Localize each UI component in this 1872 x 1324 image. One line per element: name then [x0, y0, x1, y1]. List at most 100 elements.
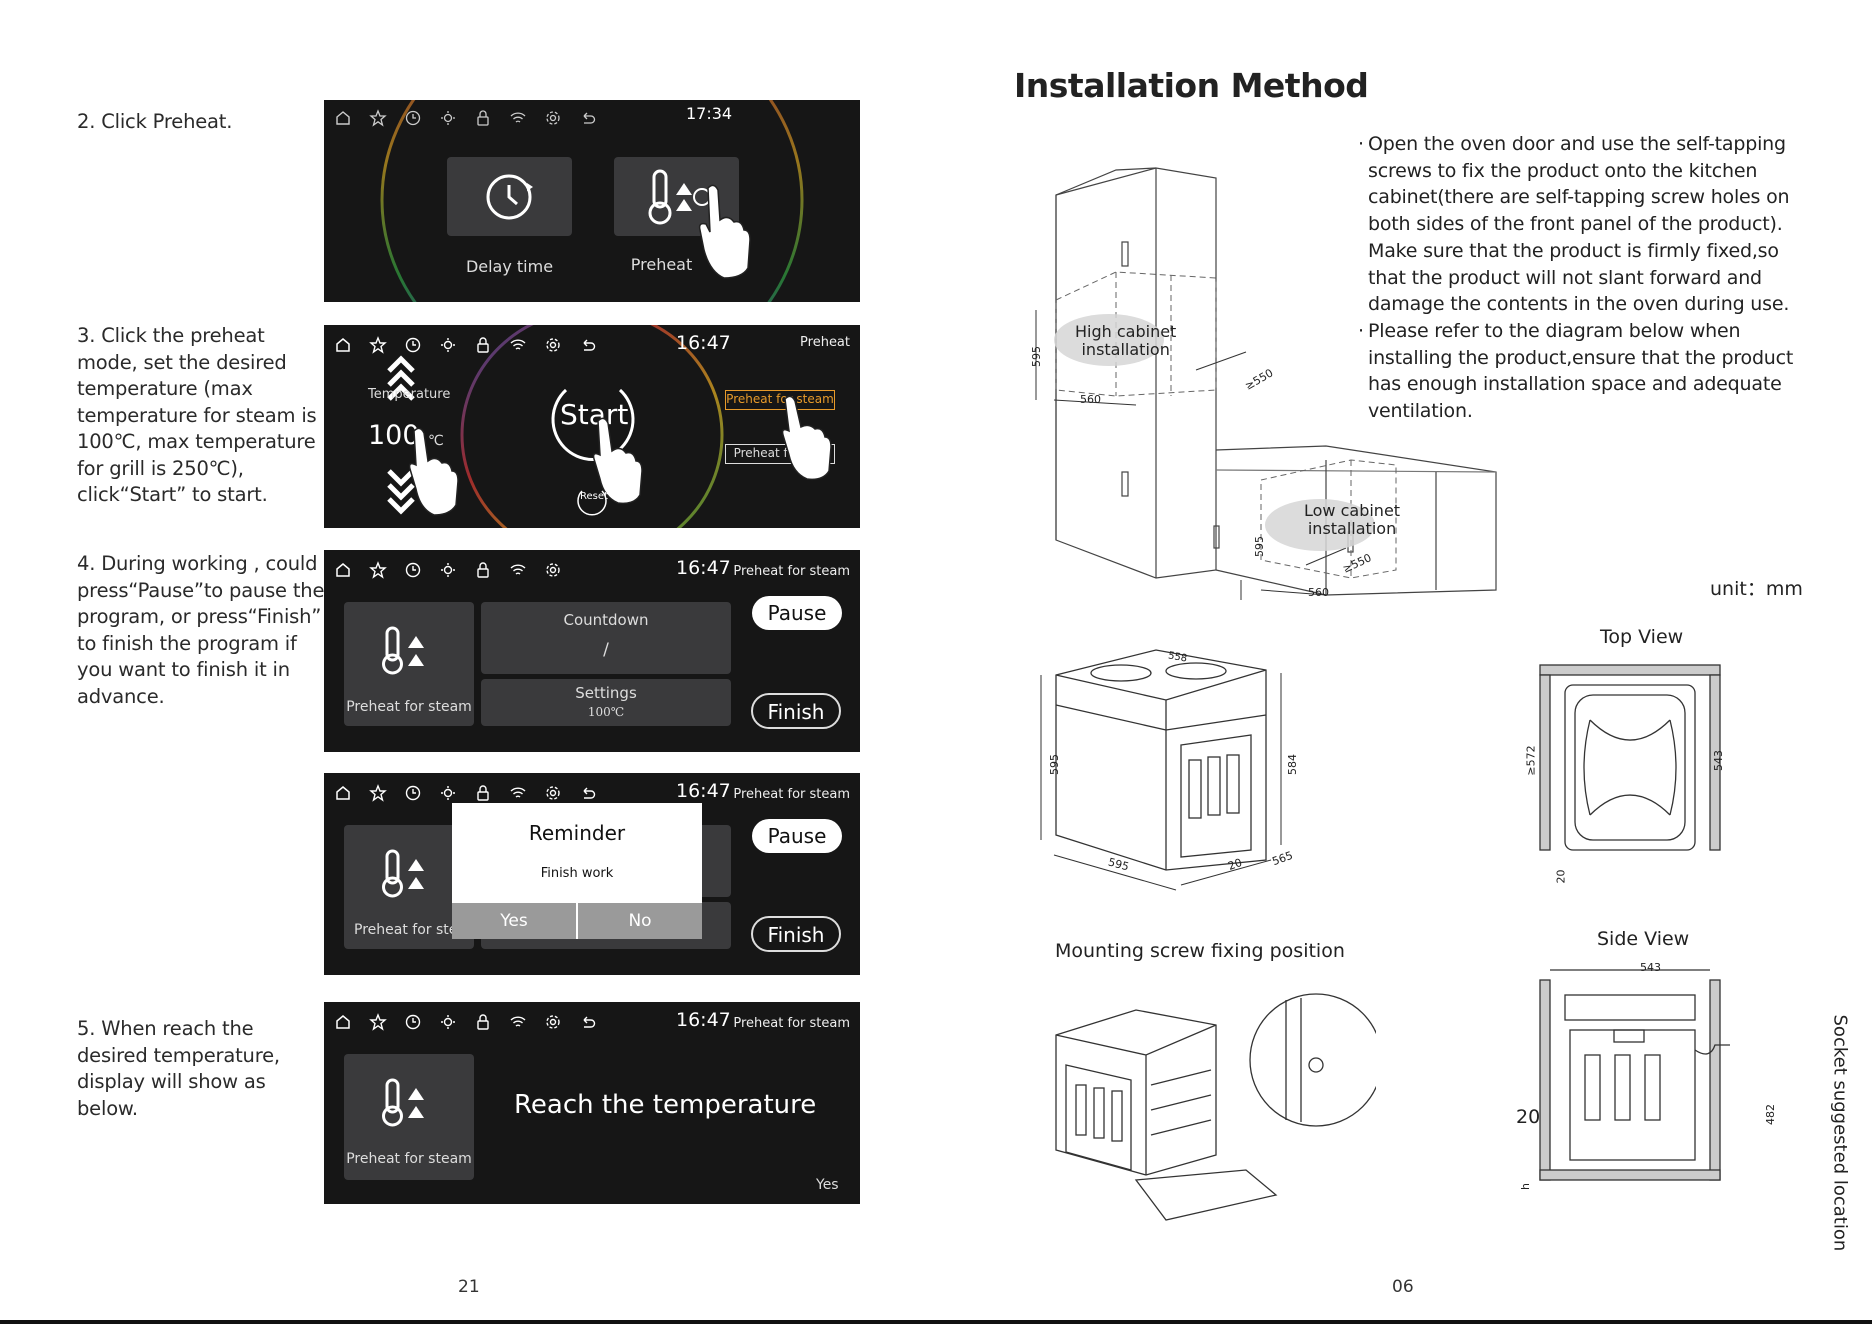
preheat-label: Preheat	[630, 255, 693, 274]
bullet-2-text: Please refer to the diagram below when i…	[1368, 320, 1794, 423]
clock-icon[interactable]	[404, 1013, 422, 1031]
temperature-label: Temperature	[368, 387, 451, 402]
reset-ring[interactable]	[574, 481, 610, 517]
star-icon[interactable]	[369, 109, 387, 127]
gear-icon[interactable]	[544, 109, 562, 127]
clock-icon[interactable]	[404, 784, 422, 802]
dim-low-width: 560	[1308, 586, 1329, 599]
dim-oven-height-inner: 584	[1286, 754, 1299, 775]
mode-label: Preheat	[800, 335, 850, 350]
light-icon[interactable]	[439, 784, 457, 802]
side-view-label: Side View	[1597, 928, 1690, 950]
temperature-scroller[interactable]	[386, 341, 416, 526]
home-icon[interactable]	[334, 336, 352, 354]
thermometer-icon	[382, 849, 424, 898]
preheat-steam-tile: Preheat for steam	[344, 602, 474, 726]
dim-low-height: 595	[1253, 536, 1266, 557]
light-icon[interactable]	[439, 109, 457, 127]
wifi-icon[interactable]	[509, 1013, 527, 1031]
preheat-steam-option[interactable]: Preheat for steam	[725, 390, 835, 410]
clock-icon[interactable]	[404, 336, 422, 354]
star-icon[interactable]	[369, 561, 387, 579]
step-3-text: 3. Click the preheat mode, set the desir…	[77, 324, 317, 506]
page-title: Installation Method	[1014, 66, 1369, 105]
dialog-yes-button[interactable]: Yes	[452, 903, 576, 939]
rainbow-arc-decoration	[460, 325, 724, 528]
start-ring[interactable]	[546, 370, 640, 464]
reach-temperature-message: Reach the temperature	[514, 1090, 817, 1120]
home-icon[interactable]	[334, 784, 352, 802]
dim-side-h: h	[1518, 1183, 1532, 1190]
clock-icon[interactable]	[404, 561, 422, 579]
gear-icon[interactable]	[544, 1013, 562, 1031]
finish-button[interactable]: Finish	[751, 693, 841, 729]
dim-oven-height: 595	[1048, 754, 1061, 775]
dim-side-width: 543	[1640, 961, 1661, 974]
gear-icon[interactable]	[544, 561, 562, 579]
dialog-title: Reminder	[528, 821, 626, 845]
wifi-icon[interactable]	[509, 561, 527, 579]
settings-value: 100℃	[587, 705, 625, 719]
mode-label: Preheat for steam	[733, 787, 850, 802]
screen-preheat-menu: 17:34 Delay time Preheat	[324, 100, 860, 302]
star-icon[interactable]	[369, 784, 387, 802]
pointing-hand-icon	[592, 417, 643, 505]
screen-working: 16:47 Preheat for steam Preheat for stea…	[324, 550, 860, 752]
lock-icon[interactable]	[474, 336, 492, 354]
socket-location-label: Socket suggested location	[1829, 1014, 1851, 1252]
clock-time: 16:47	[676, 332, 731, 354]
rainbow-arc-decoration	[380, 100, 804, 302]
tile-label: Preheat for steam	[346, 699, 472, 715]
start-button[interactable]: Start	[560, 398, 629, 431]
star-icon[interactable]	[369, 1013, 387, 1031]
unit-label: unit：mm	[1710, 578, 1803, 600]
status-bar	[334, 781, 597, 805]
page-number: 06	[1392, 1277, 1414, 1297]
wifi-icon[interactable]	[509, 784, 527, 802]
clock-icon[interactable]	[404, 109, 422, 127]
dim-high-width: 560	[1080, 393, 1101, 406]
pointing-hand-icon	[408, 427, 459, 516]
yes-button[interactable]: Yes	[816, 1177, 839, 1193]
back-icon[interactable]	[579, 784, 597, 802]
settings-tile[interactable]: Settings 100℃	[481, 679, 731, 726]
dialog-message: Finish work	[540, 866, 614, 881]
light-icon[interactable]	[439, 1013, 457, 1031]
light-icon[interactable]	[439, 561, 457, 579]
pause-button[interactable]: Pause	[752, 596, 842, 630]
pointing-hand-icon	[781, 395, 832, 481]
tile-label: Preheat for steam	[346, 1151, 472, 1167]
screen-reach-temperature: 16:47 Preheat for steam Preheat for stea…	[324, 1002, 860, 1204]
temperature-value[interactable]: 100	[368, 420, 420, 451]
dim-side-height: 482	[1764, 1104, 1777, 1125]
back-icon[interactable]	[579, 109, 597, 127]
gear-icon[interactable]	[544, 336, 562, 354]
dialog-no-button[interactable]: No	[578, 903, 702, 939]
lock-icon[interactable]	[474, 561, 492, 579]
home-icon[interactable]	[334, 109, 352, 127]
lock-icon[interactable]	[474, 784, 492, 802]
lock-icon[interactable]	[474, 1013, 492, 1031]
gear-icon[interactable]	[544, 784, 562, 802]
pause-button[interactable]: Pause	[752, 819, 842, 853]
delay-time-tile[interactable]	[447, 157, 572, 236]
star-icon[interactable]	[369, 336, 387, 354]
dim-top-depth: ≥572	[1524, 745, 1538, 776]
lock-icon[interactable]	[474, 109, 492, 127]
countdown-tile[interactable]: Countdown /	[481, 602, 731, 674]
back-icon[interactable]	[579, 336, 597, 354]
mounting-screw-diagram	[1055, 993, 1376, 1221]
right-page: Installation Method ·Open the oven door …	[936, 0, 1872, 1324]
reset-button[interactable]: Reset	[580, 491, 608, 502]
wifi-icon[interactable]	[509, 336, 527, 354]
back-icon[interactable]	[579, 1013, 597, 1031]
dim-side-gap: 20	[1516, 1106, 1541, 1128]
home-icon[interactable]	[334, 561, 352, 579]
home-icon[interactable]	[334, 1013, 352, 1031]
light-icon[interactable]	[439, 336, 457, 354]
status-bar	[334, 106, 597, 130]
finish-button[interactable]: Finish	[751, 916, 841, 952]
step-2-text: 2. Click Preheat.	[77, 110, 233, 133]
wifi-icon[interactable]	[509, 109, 527, 127]
